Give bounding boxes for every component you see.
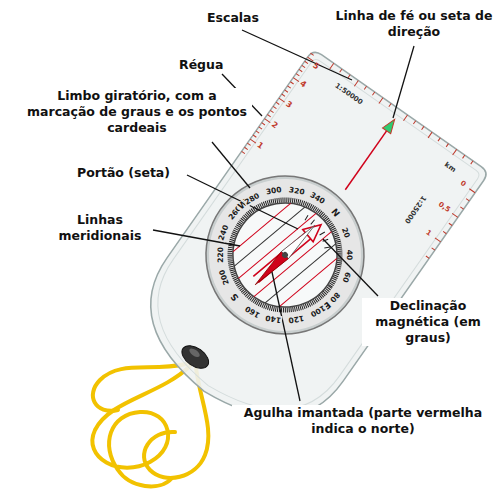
callout-label: Declinação magnética (em graus) <box>362 298 494 346</box>
dial-number: 160 <box>243 304 262 319</box>
scale-text: 1:25000 <box>403 194 427 224</box>
ruler-number: 1 <box>255 141 264 151</box>
scale-ticks <box>423 189 475 259</box>
leader-line <box>187 175 298 229</box>
leader-line <box>272 272 300 401</box>
dial-number: 240 <box>217 223 230 242</box>
dial-number: S <box>229 291 241 303</box>
leader-line <box>323 239 378 296</box>
dial-number: 220 <box>216 246 224 264</box>
dial-number: 200 <box>217 268 230 287</box>
dial-number: 40 <box>346 249 354 261</box>
callout-label: Régua <box>177 57 225 73</box>
dial-number: 100 <box>308 304 327 319</box>
callout-label: Portão (seta) <box>75 165 172 181</box>
lanyard-knob <box>178 341 213 373</box>
meridian-line <box>239 213 317 278</box>
scale-text: km <box>443 161 457 174</box>
direction-line <box>345 131 386 190</box>
ruler-ticks <box>242 53 317 155</box>
callout-label: Linha de fé ou seta de direção <box>330 8 498 40</box>
ruler-number: 4 <box>298 80 307 90</box>
callout-label: Escalas <box>205 10 261 26</box>
dial-number: 300 <box>264 186 283 196</box>
needle-north <box>252 251 289 288</box>
dial-number: 20 <box>340 226 351 240</box>
dial-rotating-group <box>223 195 347 315</box>
dial-number: 60 <box>340 270 351 284</box>
lanyard-knob-highlight <box>188 347 201 359</box>
ruler-number: 2 <box>270 121 279 131</box>
callout-label: Limbo giratório, com a marcação de graus… <box>22 88 252 136</box>
meridian-line <box>254 232 332 297</box>
scale-text: 0,5 <box>437 201 451 214</box>
ruler-number: 5 <box>311 62 320 72</box>
direction-arrowhead <box>383 116 399 133</box>
dial-number: 120 <box>287 314 306 324</box>
callout-label: Agulha imantada (parte vermelha indica o… <box>232 405 494 437</box>
ruler-number: 3 <box>284 100 293 110</box>
scale-text: 1 <box>424 229 432 238</box>
lanyard-rope <box>93 364 186 411</box>
leader-line <box>393 46 414 118</box>
dial-capsule <box>213 183 358 328</box>
dial-number: 340 <box>308 191 327 206</box>
needle-pivot <box>281 251 289 259</box>
meridian-line <box>234 207 304 266</box>
dial-number: 320 <box>287 186 306 196</box>
dial-number: 140 <box>264 314 283 324</box>
leader-line <box>212 142 250 188</box>
dial-number: N <box>328 207 341 220</box>
lanyard <box>92 364 208 486</box>
magnetic-needle <box>252 222 318 288</box>
dial-number: 280 <box>243 191 262 206</box>
needle-south <box>281 222 318 259</box>
scale-text: 1:50000 <box>333 82 363 106</box>
callout-label: Linhas meridionais <box>50 212 150 244</box>
scale-text: 0 <box>459 180 467 189</box>
lanyard-rope <box>92 366 190 486</box>
meridian-line <box>265 244 335 303</box>
scale-ticks <box>330 63 473 166</box>
